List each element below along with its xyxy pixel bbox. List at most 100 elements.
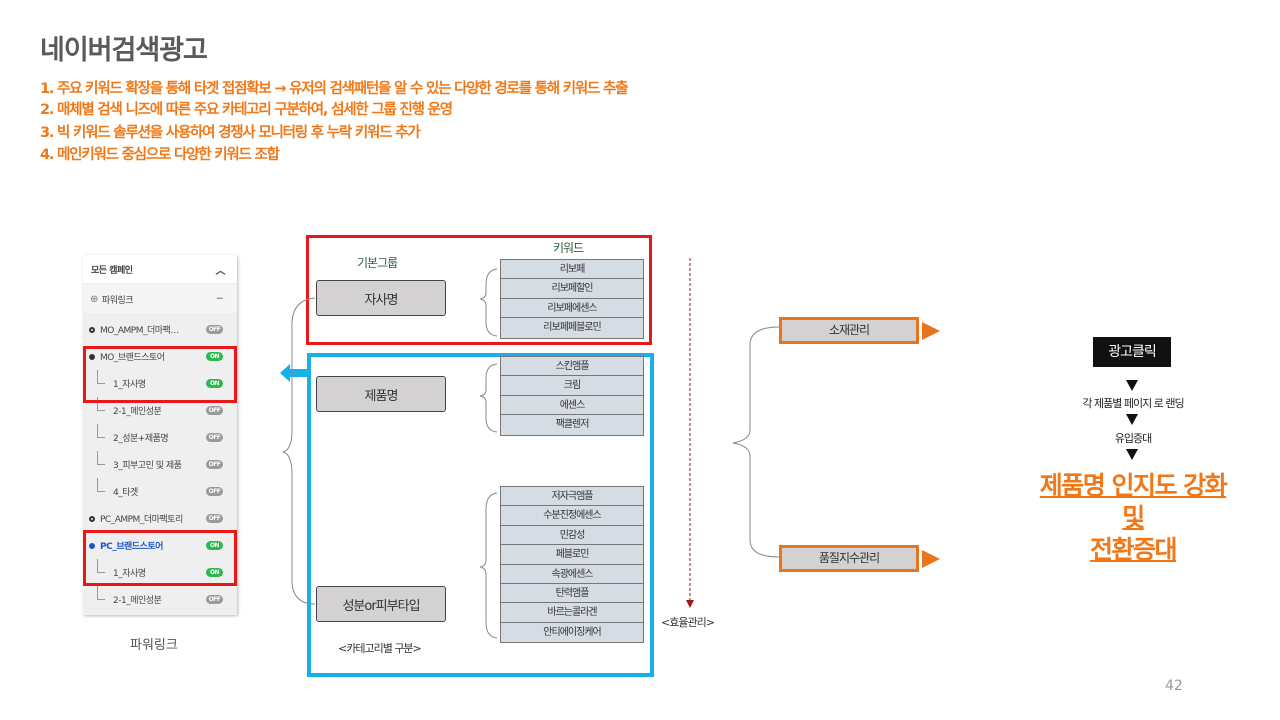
- row-label: PC_브랜드스토어: [100, 542, 163, 552]
- keyword-cell: 크림: [501, 376, 643, 396]
- campaign-row[interactable]: 3_피부고민 및 제품 OFF: [83, 450, 237, 478]
- keyword-cell: 리보페: [501, 260, 643, 280]
- collapse-icon[interactable]: [89, 542, 95, 549]
- status-toggle[interactable]: OFF: [206, 595, 223, 604]
- status-toggle[interactable]: OFF: [206, 325, 223, 334]
- tree-line: [97, 477, 105, 492]
- row-label: PC_AMPM_더마팩토리: [100, 515, 183, 525]
- status-toggle[interactable]: OFF: [206, 514, 223, 523]
- arrow-left-icon: [280, 364, 307, 382]
- chevron-up-icon[interactable]: ︿: [215, 265, 226, 277]
- status-toggle[interactable]: ON: [206, 568, 223, 577]
- page-number: 42: [1165, 678, 1183, 694]
- keyword-cell: 리보페페블로민: [501, 318, 643, 338]
- bullet-1: 1. 주요 키워드 확장을 통해 타겟 접점확보 → 유저의 검색패턴을 알 수…: [40, 81, 629, 97]
- status-toggle[interactable]: OFF: [206, 406, 223, 415]
- row-label: 2_성분+제품명: [113, 434, 169, 444]
- row-label: 4_타겟: [113, 488, 138, 498]
- status-toggle[interactable]: ON: [206, 379, 223, 388]
- bullet-2: 2. 매체별 검색 니즈에 따른 주요 카테고리 구분하여, 섬세한 그룹 진행…: [40, 102, 453, 118]
- group-box-product: 제품명: [316, 376, 446, 412]
- row-label: 1_자사명: [113, 380, 146, 390]
- panel-caption: 파워링크: [130, 638, 178, 653]
- basic-group-box: [306, 235, 652, 345]
- campaign-row[interactable]: MO_AMPM_더마팩… OFF: [83, 316, 237, 343]
- campaign-row[interactable]: 2-1_메인성분 OFF: [83, 585, 237, 613]
- result-line-3: 전환증대: [1089, 535, 1178, 564]
- triangle-down-icon: [1126, 380, 1138, 391]
- status-toggle[interactable]: OFF: [206, 433, 223, 442]
- keyword-cell: 탄력앰플: [501, 583, 643, 604]
- result-line-2: 및: [1122, 503, 1145, 532]
- category-caption: <카테고리별 구분>: [338, 642, 422, 655]
- flow-step: 각 제품별 페이지 로 랜딩: [1082, 397, 1184, 410]
- tree-line: [97, 585, 105, 600]
- campaign-row[interactable]: 1_자사명 ON: [83, 558, 237, 586]
- panel-header[interactable]: 모든 캠페인 ︿: [83, 255, 237, 283]
- status-toggle[interactable]: ON: [206, 541, 223, 550]
- expand-icon[interactable]: [89, 326, 95, 333]
- bullet-4: 4. 메인키워드 중심으로 다양한 키워드 조합: [40, 147, 280, 163]
- efficiency-caption: <효율관리>: [661, 616, 715, 629]
- keyword-cell: 스킨앰플: [501, 357, 643, 377]
- keyword-cell: 팩클렌저: [501, 415, 643, 435]
- collapse-icon[interactable]: [89, 353, 95, 360]
- play-arrow-icon: [922, 322, 940, 340]
- basic-group-label: 기본그룹: [357, 256, 398, 270]
- ad-click-box: 광고클릭: [1093, 337, 1171, 367]
- flow-step: 유입증대: [1114, 432, 1152, 445]
- tree-line: [97, 558, 105, 573]
- quality-index-management-box: 품질지수관리: [779, 545, 919, 572]
- result-line-1: 제품명 인지도 강화: [1039, 471, 1228, 500]
- status-toggle[interactable]: OFF: [206, 460, 223, 469]
- campaign-row[interactable]: PC_AMPM_더마팩토리 OFF: [83, 505, 237, 532]
- minus-icon[interactable]: −: [215, 294, 224, 304]
- keyword-cell: 안티에이징케어: [501, 622, 643, 643]
- group-box-brand: 자사명: [316, 280, 446, 316]
- arrow-down-icon: [686, 600, 694, 608]
- campaign-row[interactable]: 2_성분+제품명 OFF: [83, 423, 237, 451]
- row-label: 2-1_메인성분: [113, 407, 162, 417]
- section-label: 파워링크: [101, 295, 134, 306]
- highlight-box: [83, 346, 237, 403]
- keyword-cell: 속광에센스: [501, 564, 643, 584]
- panel-header-label: 모든 캠페인: [91, 265, 133, 276]
- row-label: 2-1_메인성분: [113, 596, 162, 606]
- tree-line: [97, 423, 105, 438]
- status-toggle[interactable]: ON: [206, 352, 223, 361]
- expand-icon[interactable]: [89, 515, 95, 522]
- campaign-row[interactable]: MO_브랜드스토어 ON: [83, 343, 237, 370]
- campaign-row[interactable]: 4_타겟 OFF: [83, 477, 237, 505]
- creative-management-box: 소재관리: [779, 317, 919, 344]
- campaign-panel: 모든 캠페인 ︿ ⊕ 파워링크 − MO_AMPM_더마팩… OFF MO_브랜드스…: [83, 255, 237, 615]
- section-powerlink[interactable]: ⊕ 파워링크 −: [83, 285, 237, 313]
- management-brace: [732, 326, 780, 558]
- row-label: 1_자사명: [113, 569, 146, 579]
- keyword-cell: 페블로민: [501, 545, 643, 565]
- row-label: 3_피부고민 및 제품: [113, 461, 182, 471]
- keyword-cell: 리보페할인: [501, 279, 643, 299]
- row-label: MO_브랜드스토어: [100, 353, 165, 363]
- status-toggle[interactable]: OFF: [206, 487, 223, 496]
- play-arrow-icon: [922, 550, 940, 568]
- triangle-down-icon: [1126, 414, 1138, 425]
- keyword-cell: 바르는콜라겐: [501, 603, 643, 623]
- keyword-cell: 민감성: [501, 525, 643, 546]
- keyword-cell: 에센스: [501, 395, 643, 416]
- row-label: MO_AMPM_더마팩…: [100, 326, 179, 336]
- globe-icon: ⊕: [90, 293, 98, 305]
- campaign-row[interactable]: 2-1_메인성분 OFF: [83, 396, 237, 424]
- page-title: 네이버검색광고: [40, 35, 208, 66]
- campaign-row[interactable]: 1_자사명 ON: [83, 369, 237, 397]
- highlight-box: [83, 530, 237, 586]
- keyword-label: 키워드: [553, 241, 584, 255]
- campaign-row[interactable]: PC_브랜드스토어 ON: [83, 532, 237, 559]
- tree-line: [97, 450, 105, 465]
- triangle-down-icon: [1126, 449, 1138, 460]
- tree-line: [97, 396, 105, 411]
- keyword-cell: 리보페에센스: [501, 298, 643, 319]
- keyword-cell: 수분진정에센스: [501, 506, 643, 526]
